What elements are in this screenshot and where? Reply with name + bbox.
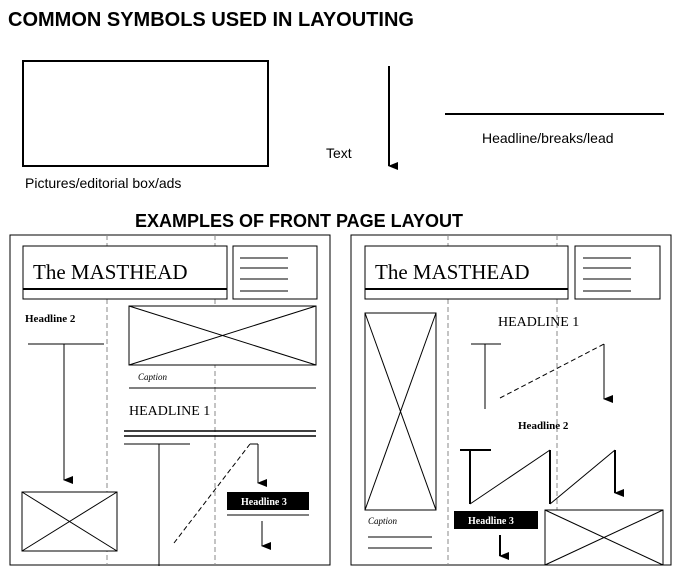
picture-cross (128, 305, 317, 366)
masthead-box (364, 245, 569, 300)
headline-3-box (227, 492, 309, 510)
text-flow-diagonal (499, 343, 605, 399)
masthead-text: The MASTHEAD (375, 260, 530, 284)
caption-label: Caption (368, 516, 398, 526)
picture-cross (544, 509, 664, 566)
picture-cross (21, 491, 118, 552)
text-symbol-label: Text (326, 145, 352, 161)
headline-1-label: HEADLINE 1 (498, 315, 579, 330)
picture-symbol-box (22, 60, 269, 167)
page-title: COMMON SYMBOLS USED IN LAYOUTING (8, 9, 414, 31)
headline-3-box (454, 511, 538, 529)
headline-1-label: HEADLINE 1 (129, 404, 210, 419)
headline-symbol-label: Headline/breaks/lead (482, 130, 614, 146)
caption-label: Caption (138, 372, 168, 382)
page-frame (350, 234, 672, 566)
text-flow-diagonal (469, 449, 551, 505)
ear-box (574, 245, 661, 300)
masthead-box (22, 245, 228, 300)
page-frame (9, 234, 331, 566)
layout-example-left: The MASTHEAD Headline 2 Caption HEADLINE… (9, 234, 331, 566)
ear-box (232, 245, 318, 300)
headline-3-label: Headline 3 (468, 516, 514, 527)
picture-symbol-label: Pictures/editorial box/ads (25, 175, 181, 191)
layout-example-right: The MASTHEAD Caption HEADLINE 1 Headline… (350, 234, 672, 566)
masthead-text: The MASTHEAD (33, 260, 188, 284)
text-flow-diagonal (549, 449, 616, 505)
picture-cross (364, 312, 437, 511)
headline-2-label: Headline 2 (25, 313, 76, 325)
text-flow-diagonal (173, 443, 251, 544)
headline-2-label: Headline 2 (518, 420, 569, 432)
headline-3-label: Headline 3 (241, 497, 287, 508)
examples-title: EXAMPLES OF FRONT PAGE LAYOUT (135, 211, 463, 231)
